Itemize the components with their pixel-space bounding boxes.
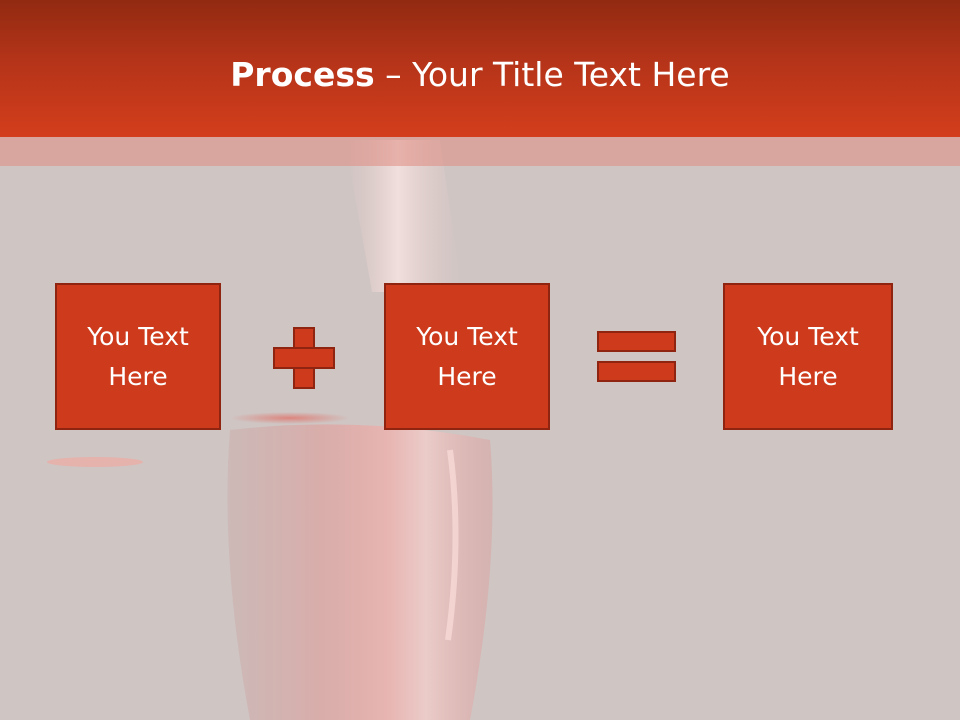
process-box-3: You Text Here <box>723 283 893 430</box>
title-bold-part: Process <box>230 55 375 94</box>
process-box-2-text: You Text Here <box>416 321 518 391</box>
title-rest-part: – Your Title Text Here <box>374 55 730 94</box>
equals-icon-bottom-bar <box>597 361 676 382</box>
process-box-1-text: You Text Here <box>87 321 189 391</box>
title-bar-band <box>0 137 960 166</box>
title-bar <box>0 0 960 137</box>
process-box-2: You Text Here <box>384 283 550 430</box>
slide-title: Process – Your Title Text Here <box>0 53 960 97</box>
plus-icon-center <box>295 349 313 367</box>
plus-icon <box>273 327 335 389</box>
equals-icon-top-bar <box>597 331 676 352</box>
equals-icon <box>597 331 676 383</box>
process-box-1: You Text Here <box>55 283 221 430</box>
process-box-3-text: You Text Here <box>757 321 859 391</box>
